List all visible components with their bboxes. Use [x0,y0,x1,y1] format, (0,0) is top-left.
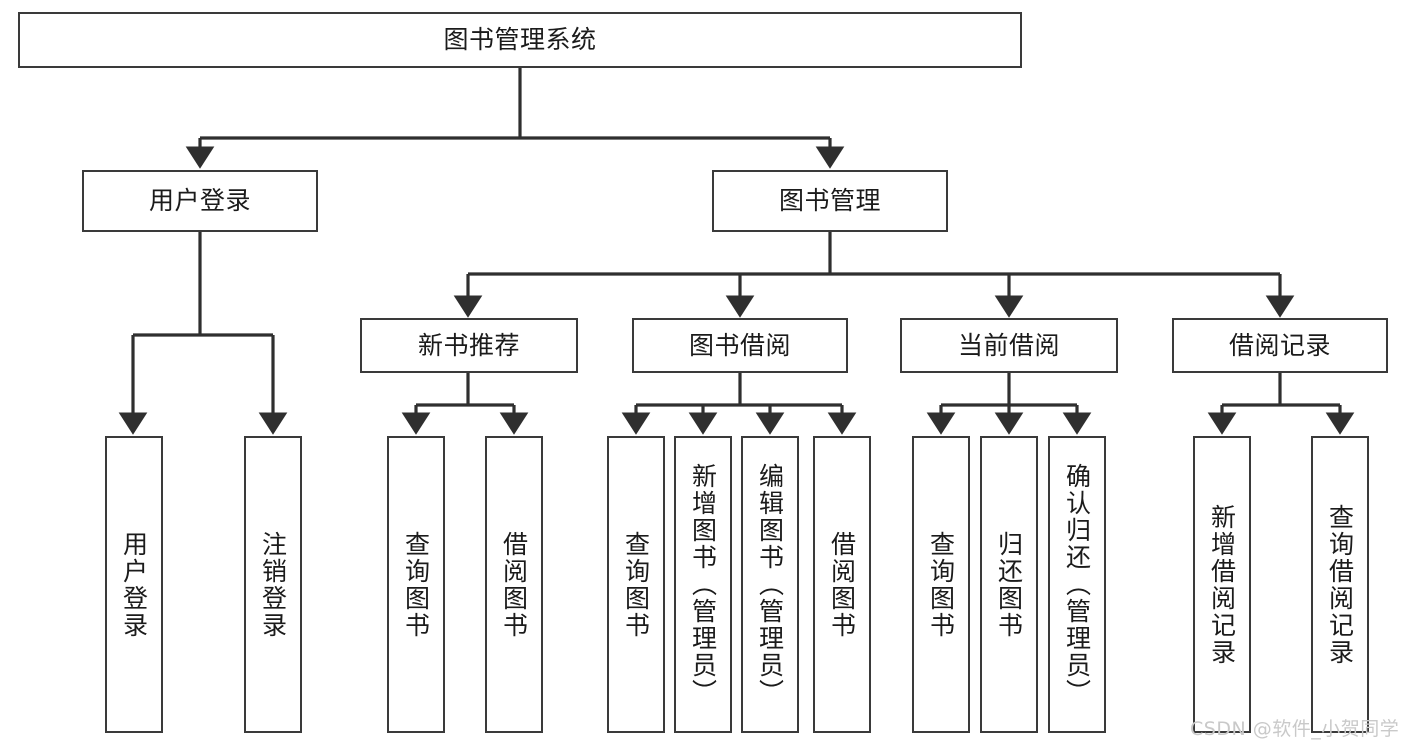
node-root-label: 图书管理系统 [443,25,597,55]
leaf-borrow-book-a[interactable]: 借阅图书 [485,436,543,733]
node-book-borrow-label: 图书借阅 [688,330,791,360]
leaf-query-book-a[interactable]: 查询图书 [387,436,445,733]
leaf-query-book-b[interactable]: 查询图书 [607,436,665,733]
leaf-query-book-c[interactable]: 查询图书 [912,436,970,733]
node-user-login-label: 用户登录 [148,186,251,216]
leaf-confirm-return[interactable]: 确认归还（管理员） [1048,436,1106,733]
leaf-query-record-label: 查询借阅记录 [1325,503,1355,666]
leaf-add-book[interactable]: 新增图书（管理员） [674,436,732,733]
leaf-borrow-book-b[interactable]: 借阅图书 [813,436,871,733]
leaf-query-record[interactable]: 查询借阅记录 [1311,436,1369,733]
node-book-manage[interactable]: 图书管理 [712,170,948,232]
leaf-user-login-label: 用户登录 [119,530,149,639]
node-new-book-recommend[interactable]: 新书推荐 [360,318,578,373]
leaf-logout-label: 注销登录 [258,530,288,639]
leaf-query-book-b-label: 查询图书 [621,530,651,639]
node-user-login[interactable]: 用户登录 [82,170,318,232]
leaf-return-book[interactable]: 归还图书 [980,436,1038,733]
node-borrow-record[interactable]: 借阅记录 [1172,318,1388,373]
leaf-borrow-book-b-label: 借阅图书 [827,530,857,639]
node-new-book-recommend-label: 新书推荐 [417,330,520,360]
leaf-edit-book[interactable]: 编辑图书（管理员） [741,436,799,733]
leaf-query-book-a-label: 查询图书 [401,530,431,639]
leaf-add-record-label: 新增借阅记录 [1207,503,1237,666]
csdn-watermark: CSDN @软件_小贺同学 [1190,718,1400,740]
leaf-add-book-label: 新增图书（管理员） [688,463,718,706]
leaf-logout[interactable]: 注销登录 [244,436,302,733]
leaf-edit-book-label: 编辑图书（管理员） [755,463,785,706]
node-root[interactable]: 图书管理系统 [18,12,1022,68]
leaf-user-login[interactable]: 用户登录 [105,436,163,733]
leaf-query-book-c-label: 查询图书 [926,530,956,639]
leaf-confirm-return-label: 确认归还（管理员） [1062,463,1092,706]
leaf-borrow-book-a-label: 借阅图书 [499,530,529,639]
node-borrow-record-label: 借阅记录 [1228,330,1331,360]
node-book-borrow[interactable]: 图书借阅 [632,318,848,373]
node-book-manage-label: 图书管理 [778,186,881,216]
leaf-return-book-label: 归还图书 [994,530,1024,639]
node-current-borrow-label: 当前借阅 [957,330,1060,360]
leaf-add-record[interactable]: 新增借阅记录 [1193,436,1251,733]
node-current-borrow[interactable]: 当前借阅 [900,318,1118,373]
